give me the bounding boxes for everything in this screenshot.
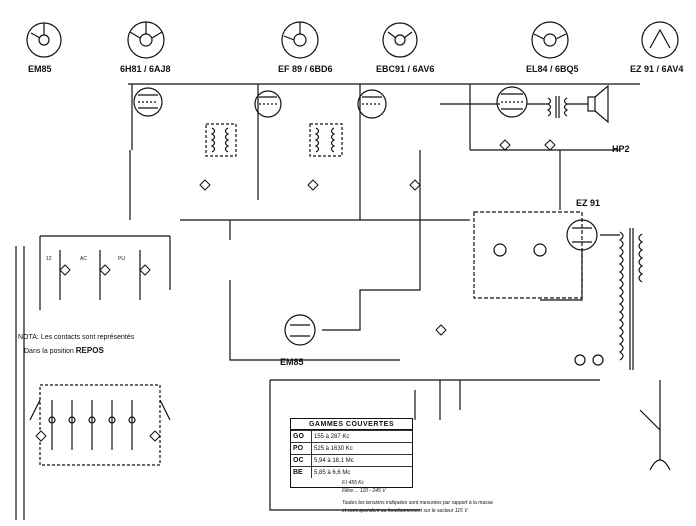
band-switch-contacts xyxy=(29,384,171,466)
tube-label-em85: EM85 xyxy=(28,64,52,74)
table-row: OC 5,94 à 18,1 Mc xyxy=(291,454,412,467)
tube-base-6h81 xyxy=(127,21,165,59)
switch-position-12: 12 xyxy=(46,256,52,262)
footnote-if: F.I 455 Kc xyxy=(342,480,365,486)
switch-position-pu: PU xyxy=(118,256,125,262)
bands-covered-table: GAMMES COUVERTES GO 155 à 287 Kc PO 525 … xyxy=(290,418,413,488)
contacts-note-position: Dans la position REPOS xyxy=(24,346,104,355)
table-row: BE 5,85 à 6,6 Mc xyxy=(291,466,412,478)
table-row: GO 155 à 287 Kc xyxy=(291,430,412,443)
tube-label-em85-lower: EM85 xyxy=(280,357,304,367)
switch-position-ac: AC xyxy=(80,256,87,262)
if-transformer-1 xyxy=(205,123,237,157)
if-transformer-2 xyxy=(309,123,343,157)
tube-el84-symbol xyxy=(496,86,528,118)
footnote-mains: et correspondent au fonctionnement sur l… xyxy=(342,508,468,514)
footnote-filter: Filtre ... 110 - 245 V xyxy=(342,488,386,494)
filter-block xyxy=(473,211,583,299)
pilot-lamp-1 xyxy=(574,354,586,366)
tube-label-el84: EL84 / 6BQ5 xyxy=(526,64,579,74)
tube-label-ebc91: EBC91 / 6AV6 xyxy=(376,64,435,74)
output-transformer xyxy=(546,96,569,118)
pilot-lamp-2 xyxy=(592,354,604,366)
tube-label-6h81: 6H81 / 6AJ8 xyxy=(120,64,171,74)
tube-label-ez91-side: EZ 91 xyxy=(576,198,601,208)
contacts-note: NOTA: Les contacts sont représentés xyxy=(18,334,135,341)
tube-base-ez91 xyxy=(641,21,679,59)
tube-em85-symbol xyxy=(284,314,316,346)
tube-label-ez91: EZ 91 / 6AV4 xyxy=(630,64,684,74)
table-row: PO 525 à 1630 Kc xyxy=(291,442,412,455)
footnote-voltages: Toutes les tensions indiquées sont mesur… xyxy=(342,500,494,506)
mains-switch xyxy=(639,380,671,471)
speaker-label: HP2 xyxy=(612,144,630,154)
tube-base-em85 xyxy=(26,22,62,58)
tube-base-ef89 xyxy=(281,21,319,59)
power-transformer xyxy=(618,228,644,370)
tube-base-el84 xyxy=(531,21,569,59)
tube-6h81-symbol xyxy=(133,87,163,117)
tube-ef89-symbol xyxy=(254,90,282,118)
loudspeaker xyxy=(587,84,609,124)
tube-ebc91-symbol xyxy=(357,89,387,119)
bands-table-title: GAMMES COUVERTES xyxy=(291,419,412,430)
tube-label-ef89: EF 89 / 6BD6 xyxy=(278,64,333,74)
tube-base-ebc91 xyxy=(382,22,418,58)
